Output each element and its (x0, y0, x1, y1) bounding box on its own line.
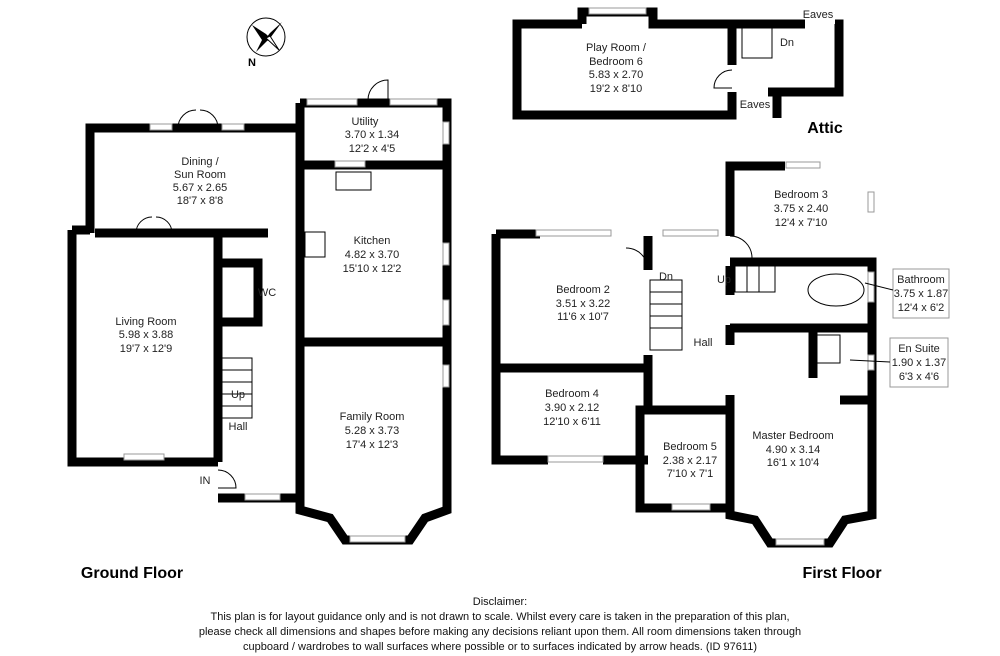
svg-text:12'2 x 4'5: 12'2 x 4'5 (349, 143, 395, 155)
room-bedroom-3: Bedroom 3 3.75 x 2.40 12'4 x 7'10 (774, 189, 828, 229)
svg-text:Bathroom: Bathroom (897, 274, 945, 286)
room-master-bedroom: Master Bedroom 4.90 x 3.14 16'1 x 10'4 (752, 430, 833, 469)
svg-text:12'10 x 6'11: 12'10 x 6'11 (543, 416, 601, 428)
svg-text:19'7 x 12'9: 19'7 x 12'9 (120, 343, 173, 355)
svg-text:Bedroom 5: Bedroom 5 (663, 441, 717, 453)
svg-text:12'4 x 7'10: 12'4 x 7'10 (775, 217, 828, 229)
disclaimer-line: This plan is for layout guidance only an… (210, 611, 790, 623)
svg-text:17'4 x 12'3: 17'4 x 12'3 (346, 439, 399, 451)
svg-text:5.67 x 2.65: 5.67 x 2.65 (173, 182, 227, 194)
room-kitchen: Kitchen 4.82 x 3.70 15'10 x 12'2 (343, 235, 402, 275)
svg-text:Bedroom 6: Bedroom 6 (589, 56, 643, 68)
svg-text:5.83 x 2.70: 5.83 x 2.70 (589, 69, 643, 81)
first-floor-up-label: Up (717, 274, 731, 286)
svg-text:12'4 x 6'2: 12'4 x 6'2 (898, 302, 944, 314)
room-bathroom: Bathroom 3.75 x 1.87 12'4 x 6'2 (864, 268, 950, 319)
disclaimer: Disclaimer: This plan is for layout guid… (0, 595, 1000, 655)
first-floor-walls (491, 161, 877, 548)
svg-text:Family Room: Family Room (340, 411, 405, 423)
svg-text:4.90 x 3.14: 4.90 x 3.14 (766, 444, 820, 456)
svg-text:7'10 x 7'1: 7'10 x 7'1 (667, 468, 713, 480)
first-floor-hall-label: Hall (694, 337, 713, 349)
up-label: Up (231, 389, 245, 401)
hall-label: Hall (229, 421, 248, 433)
disclaimer-line: cupboard / wardrobes to wall surfaces wh… (242, 641, 757, 653)
eaves-bottom-label: Eaves (740, 99, 771, 111)
entrance-label: IN (200, 475, 211, 487)
svg-text:Kitchen: Kitchen (354, 235, 391, 247)
svg-text:5.98 x 3.88: 5.98 x 3.88 (119, 329, 173, 341)
svg-text:6'3 x 4'6: 6'3 x 4'6 (899, 371, 939, 383)
disclaimer-heading: Disclaimer: (472, 596, 528, 608)
svg-text:Bedroom 3: Bedroom 3 (774, 189, 828, 201)
svg-text:4.82 x 3.70: 4.82 x 3.70 (345, 249, 399, 261)
room-family-room: Family Room 5.28 x 3.73 17'4 x 12'3 (340, 411, 405, 451)
svg-text:3.75 x 2.40: 3.75 x 2.40 (774, 203, 828, 215)
wc-label: WC (258, 287, 276, 299)
svg-text:3.51 x 3.22: 3.51 x 3.22 (556, 298, 610, 310)
svg-text:Utility: Utility (352, 116, 379, 128)
svg-text:1.90 x 1.37: 1.90 x 1.37 (892, 357, 946, 369)
eaves-top-label: Eaves (803, 9, 834, 21)
room-bedroom-2: Bedroom 2 3.51 x 3.22 11'6 x 10'7 (556, 284, 610, 323)
room-play-room-bedroom-6: Play Room / Bedroom 6 5.83 x 2.70 19'2 x… (586, 42, 647, 95)
ground-floor-walls (67, 79, 452, 545)
svg-text:Sun Room: Sun Room (174, 169, 226, 181)
attic-walls (512, 7, 844, 120)
compass-icon (246, 17, 286, 57)
first-floor-title: First Floor (802, 565, 881, 582)
svg-text:Living Room: Living Room (115, 316, 176, 328)
svg-text:Dining /: Dining / (181, 156, 219, 168)
svg-text:Master Bedroom: Master Bedroom (752, 430, 833, 442)
room-en-suite: En Suite 1.90 x 1.37 6'3 x 4'6 (849, 337, 949, 388)
svg-text:16'1 x 10'4: 16'1 x 10'4 (767, 457, 820, 469)
north-label: N (248, 57, 256, 69)
svg-text:15'10 x 12'2: 15'10 x 12'2 (343, 263, 402, 275)
svg-text:Bedroom 2: Bedroom 2 (556, 284, 610, 296)
room-living-room: Living Room 5.98 x 3.88 19'7 x 12'9 (115, 316, 176, 355)
svg-text:Bedroom 4: Bedroom 4 (545, 388, 599, 400)
attic-dn-label: Dn (780, 37, 794, 49)
attic-title: Attic (807, 120, 843, 137)
svg-text:2.38 x 2.17: 2.38 x 2.17 (663, 455, 717, 467)
svg-text:18'7 x 8'8: 18'7 x 8'8 (177, 195, 223, 207)
svg-text:11'6 x 10'7: 11'6 x 10'7 (557, 311, 609, 323)
first-floor-dn-label: Dn (659, 271, 673, 283)
disclaimer-line: please check all dimensions and shapes b… (198, 626, 802, 638)
svg-text:3.70 x 1.34: 3.70 x 1.34 (345, 129, 399, 141)
room-bedroom-4: Bedroom 4 3.90 x 2.12 12'10 x 6'11 (543, 388, 601, 428)
svg-text:3.90 x 2.12: 3.90 x 2.12 (545, 402, 599, 414)
svg-text:5.28 x 3.73: 5.28 x 3.73 (345, 425, 399, 437)
svg-text:19'2 x 8'10: 19'2 x 8'10 (590, 83, 643, 95)
room-utility: Utility 3.70 x 1.34 12'2 x 4'5 (345, 116, 399, 155)
svg-text:3.75 x 1.87: 3.75 x 1.87 (894, 288, 948, 300)
svg-text:Play Room /: Play Room / (586, 42, 647, 54)
room-dining-sun-room: Dining / Sun Room 5.67 x 2.65 18'7 x 8'8 (173, 156, 227, 207)
svg-text:En Suite: En Suite (898, 343, 940, 355)
room-bedroom-5: Bedroom 5 2.38 x 2.17 7'10 x 7'1 (663, 441, 717, 480)
ground-floor-title: Ground Floor (81, 565, 183, 582)
